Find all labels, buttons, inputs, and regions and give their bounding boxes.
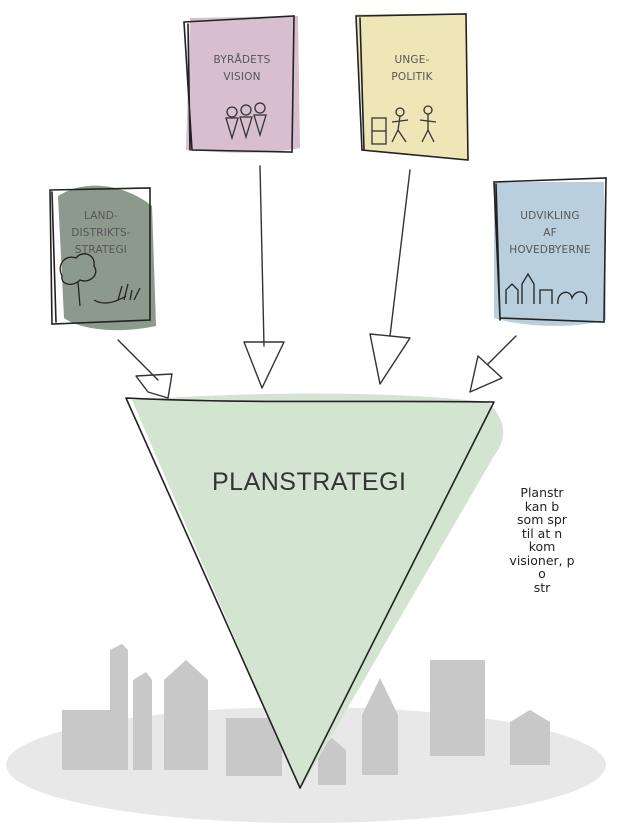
arrow-vision-to-plan (243, 165, 285, 389)
side-description: Planstr kan b som spr til at n kom visio… (462, 486, 622, 594)
land-line-1: LAND- (83, 210, 118, 222)
vision-box-outline (183, 15, 295, 153)
side-text-line: som spr (517, 512, 567, 527)
city-silhouette (62, 644, 550, 785)
udvikling-line-3: HOVEDBYERNE (509, 244, 591, 256)
side-text-line: str (533, 579, 551, 595)
side-text-line: kan b (524, 498, 560, 514)
triangle-wash (132, 393, 504, 790)
land-box-outline (49, 187, 151, 325)
arrow-unge-to-plan (369, 169, 411, 385)
udvikling-line-2: AF (543, 227, 557, 239)
landdistriktsstrategi-label: LAND- DISTRIKTS- STRATEGI (52, 208, 150, 259)
vision-wash (186, 16, 300, 153)
side-text-line: til at n (521, 525, 563, 541)
udvikling-hovedbyerne-label: UDVIKLING AF HOVEDBYERNE (496, 208, 604, 259)
byraadets-vision-line-1: BYRÅDETS (213, 54, 271, 66)
byraadets-vision-label: BYRÅDETS VISION (190, 52, 294, 86)
tree-landscape-icon (59, 253, 141, 307)
land-line-3: STRATEGI (74, 244, 128, 256)
side-text-line: visioner, p (509, 552, 575, 568)
planstrategi-triangle (125, 397, 495, 789)
unge-wash (356, 14, 468, 160)
houses-icon (505, 272, 588, 305)
planstrategi-title: PLANSTRATEGI (212, 468, 407, 496)
side-text-line: o (538, 566, 546, 581)
ungepolitik-line-2: POLITIK (391, 71, 433, 83)
arrow-udvikling-to-plan (469, 335, 517, 393)
udvikling-box-outline (493, 177, 607, 323)
unge-box-outline (355, 13, 469, 161)
people-icon (225, 102, 267, 141)
arrow-land-to-plan (117, 339, 173, 399)
udvikling-line-1: UDVIKLING (520, 210, 580, 222)
youth-activity-icon (371, 105, 437, 145)
land-line-2: DISTRIKTS- (71, 227, 131, 239)
ungepolitik-label: UNGE- POLITIK (360, 52, 464, 86)
side-text-line: kom (528, 539, 556, 554)
byraadets-vision-line-2: VISION (223, 71, 261, 83)
side-text-line: Planstr (520, 485, 564, 500)
ungepolitik-line-1: UNGE- (394, 54, 430, 66)
